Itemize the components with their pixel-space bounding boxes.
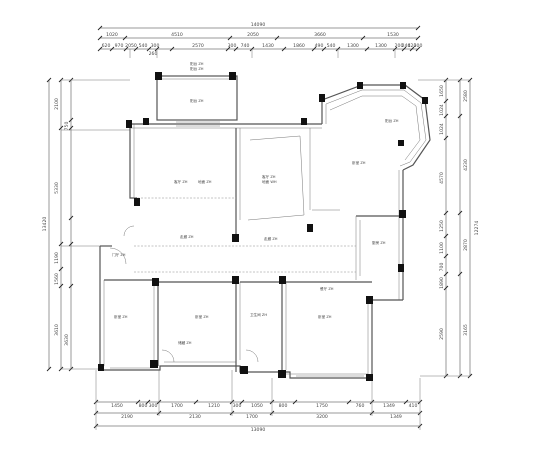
top2-dim-13: 1300 <box>375 43 387 49</box>
left-dimensions: 13420 2100 5330 1190 1560 3610 750 3630 <box>42 77 130 372</box>
room-label-master: 客厅 ZH <box>174 179 188 184</box>
right-dim-5: 1100 <box>439 242 445 254</box>
bot1-dim-6: 1050 <box>251 403 263 409</box>
top2-dim-sub: 260 <box>149 51 158 57</box>
room-label-corridor-2: 走廊 ZH <box>264 236 278 241</box>
left-dim-3: 1560 <box>54 273 60 285</box>
top2-dim-16: 420 <box>408 43 417 49</box>
bot1-dim-9: 760 <box>356 403 365 409</box>
top2-dim-9: 1860 <box>293 43 305 49</box>
room-label-bed-mid: 卧室 ZH <box>195 314 209 319</box>
right-sub-dim-1: 2870 <box>463 239 469 251</box>
top2-dim-4: 300 <box>151 43 160 49</box>
top2-dim-2: 2050 <box>125 43 137 49</box>
room-label-balcony-top: 阳台 ZH <box>190 61 204 66</box>
room-label-store: 储藏 ZH <box>178 340 192 345</box>
bot1-dim-1: 800 <box>139 403 148 409</box>
bot-total-dim: 13090 <box>251 427 266 433</box>
top2-dim-6: 300 <box>228 43 237 49</box>
right-sub-dim-2: 4230 <box>463 159 469 171</box>
top2-dim-14: 200 <box>395 43 404 49</box>
bot1-dim-10: 1349 <box>383 403 395 409</box>
right-dim-7: 1890 <box>439 277 445 289</box>
left-dim-2: 1190 <box>54 252 60 264</box>
room-label-balcony-top-2: 阳台 ZH <box>190 66 204 71</box>
bot1-dim-11: 410 <box>409 403 418 409</box>
right-sub-dim-3: 3165 <box>463 324 469 336</box>
top2-dim-10: 490 <box>315 43 324 49</box>
right-dim-4: 1250 <box>439 220 445 232</box>
top2-dim-5: 2570 <box>192 43 204 49</box>
right-dim-8: 2590 <box>439 328 445 340</box>
columns <box>98 72 428 381</box>
left-dim-1: 5330 <box>54 182 60 194</box>
top2-dim-17: 200 <box>414 43 423 49</box>
room-label-dining: 餐厅 ZH <box>320 286 334 291</box>
left-dim-0: 2100 <box>54 98 60 110</box>
bot1-dim-3: 1700 <box>171 403 183 409</box>
top2-dim-11: 540 <box>327 43 336 49</box>
top-dim-a: 1020 <box>106 32 118 38</box>
bot1-dim-2: 300 <box>149 403 158 409</box>
room-labels: 阳台 ZH 阳台 ZH 阳台 ZH 客厅 ZH 地面 ZH 客厅 ZH 地面 W… <box>112 61 399 345</box>
room-label-bed-right: 卧室 ZH <box>318 314 332 319</box>
left-sub-dim: 750 <box>64 122 70 131</box>
bot1-dim-7: 800 <box>279 403 288 409</box>
room-label-corridor-1: 走廊 ZH <box>180 234 194 239</box>
bot2-dim-4: 1349 <box>390 414 402 420</box>
top2-dim-15: 240 <box>402 43 411 49</box>
right-dim-2: 1024 <box>439 123 445 135</box>
top-dim-e: 1530 <box>387 32 399 38</box>
right-dim-1: 1024 <box>439 104 445 116</box>
room-label-bay-hall: 阳台 ZH <box>385 118 399 123</box>
top-dim-d: 3660 <box>314 32 326 38</box>
room-label-living: 客厅 ZH <box>262 174 276 179</box>
bottom-dimensions: 1450 800 300 1700 1210 300 1050 800 1750… <box>93 370 423 433</box>
room-label-balcony: 阳台 ZH <box>190 98 204 103</box>
right-dim-6: 700 <box>439 263 445 272</box>
left-total-dim: 13420 <box>42 217 48 232</box>
bot2-dim-3: 3200 <box>316 414 328 420</box>
bot1-dim-4: 1210 <box>208 403 220 409</box>
walls <box>99 75 431 379</box>
top2-dim-1: 970 <box>115 43 124 49</box>
room-label-kitchen: 厨房 ZH <box>372 240 386 245</box>
right-dimensions: 12274 2580 2870 4230 3165 1650 1024 1024… <box>418 77 480 379</box>
bot1-dim-8: 1750 <box>316 403 328 409</box>
room-label-master-floor: 地面 ZH <box>198 179 212 184</box>
bot2-dim-0: 2190 <box>121 414 133 420</box>
bot1-dim-0: 1450 <box>111 403 123 409</box>
bot1-dim-5: 300 <box>233 403 242 409</box>
top-dim-c: 2050 <box>247 32 259 38</box>
left-dim-4: 3610 <box>54 324 60 336</box>
right-total-dim: 12274 <box>474 221 480 236</box>
top-dim-b: 4510 <box>171 32 183 38</box>
room-label-living-floor: 地面 WH <box>262 179 277 184</box>
top2-dim-7: 740 <box>241 43 250 49</box>
bot2-dim-1: 2130 <box>189 414 201 420</box>
right-dim-0: 1650 <box>439 85 445 97</box>
right-dim-3: 4570 <box>439 172 445 184</box>
room-label-bay-room: 卧室 ZH <box>352 160 366 165</box>
top2-dim-8: 1430 <box>262 43 274 49</box>
top-dimensions: 14090 1020 4510 2050 3660 1530 <box>97 22 423 58</box>
top-total-dim: 14090 <box>251 22 266 28</box>
left-dim-5: 3630 <box>64 334 70 346</box>
top2-dim-3: 540 <box>139 43 148 49</box>
top2-dim-12: 1300 <box>347 43 359 49</box>
room-label-hall: 门厅 ZH <box>112 252 126 257</box>
right-sub-dim-0: 2580 <box>463 90 469 102</box>
top2-dim-0: 620 <box>102 43 111 49</box>
room-label-bed-left: 卧室 ZH <box>114 314 128 319</box>
room-label-bath: 卫生间 ZH <box>250 312 267 317</box>
bot2-dim-2: 1700 <box>246 414 258 420</box>
